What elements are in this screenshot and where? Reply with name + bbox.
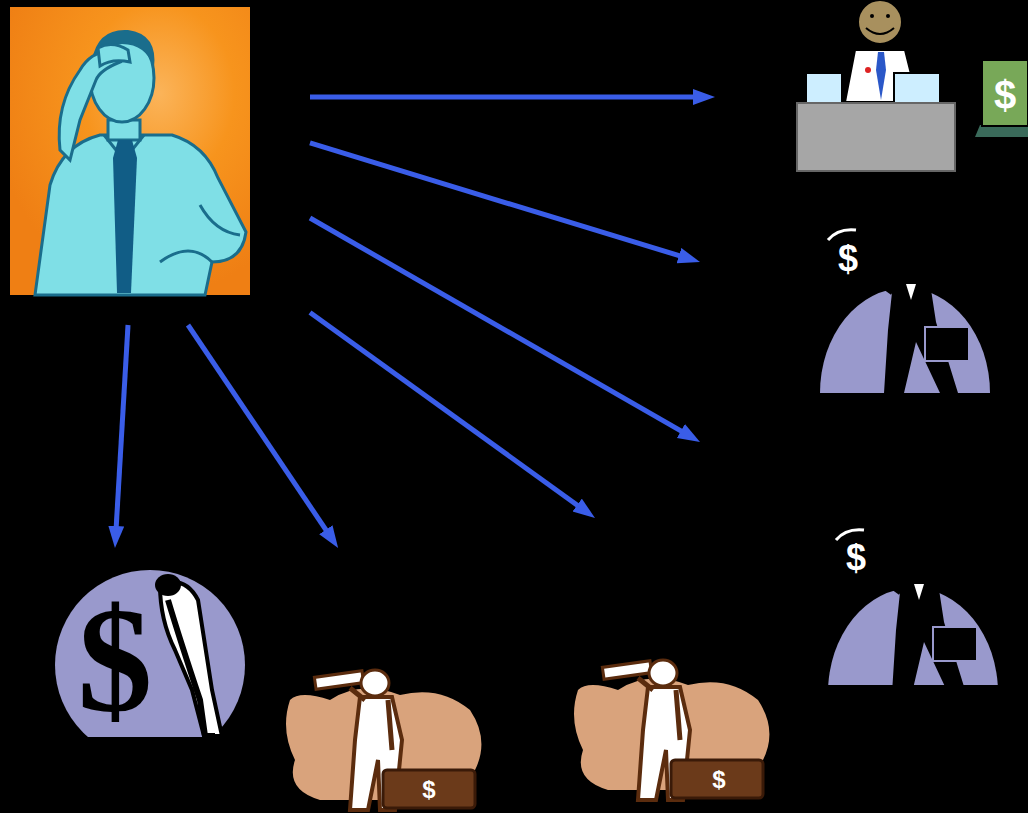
bag-shine (828, 230, 856, 240)
scout-node: $ (560, 518, 790, 813)
lavender-base (55, 570, 245, 737)
dollar-sign: $ (712, 768, 725, 792)
flow-arrow (310, 312, 589, 513)
telescope (314, 671, 363, 690)
flow-arrow (310, 95, 707, 100)
flow-arrow (188, 325, 334, 541)
banker (797, 0, 1028, 171)
head (155, 574, 181, 596)
hand (98, 44, 130, 66)
dollar-sign: $ (78, 585, 153, 735)
shirt (35, 135, 246, 295)
smile (866, 28, 894, 34)
leaning-figure (160, 582, 222, 736)
orange-backdrop (10, 7, 250, 295)
dollar-sign: $ (846, 540, 866, 576)
banker-node: $ (715, 0, 1028, 175)
head (361, 670, 389, 696)
investor-node: $ (700, 430, 1028, 690)
arm-on-hip (160, 205, 240, 262)
flow-arrow (115, 325, 128, 540)
hair (92, 30, 154, 68)
desk (797, 103, 955, 171)
briefcase (383, 770, 475, 808)
briefcase (925, 327, 969, 361)
shirt-front (906, 284, 916, 300)
telescope-man (574, 660, 769, 800)
banker-head (858, 0, 902, 44)
eye (886, 14, 890, 18)
scout-node: $ (270, 548, 500, 813)
stressed-man (10, 7, 250, 295)
monitor (806, 73, 842, 103)
dollar-sign: $ (422, 778, 435, 802)
dollar-bill (982, 60, 1028, 126)
flow-arrow (310, 143, 692, 260)
money-bag (820, 230, 876, 286)
person-node (10, 7, 310, 325)
businessman (820, 230, 990, 393)
businessman (828, 530, 998, 685)
figure-outline (168, 600, 215, 736)
pen (865, 67, 871, 73)
monitor (894, 73, 940, 103)
eye (870, 14, 874, 18)
investor-node: $ (700, 225, 1000, 395)
dollar-sign: $ (838, 241, 858, 277)
flow-arrow (310, 218, 693, 438)
banker-tie (876, 52, 886, 100)
arms (350, 688, 392, 750)
leaning-man (55, 570, 245, 737)
telescope-man (286, 670, 481, 810)
tie (113, 140, 137, 293)
dollar-sign: $ (994, 75, 1016, 115)
lender-node: $ (40, 548, 260, 743)
